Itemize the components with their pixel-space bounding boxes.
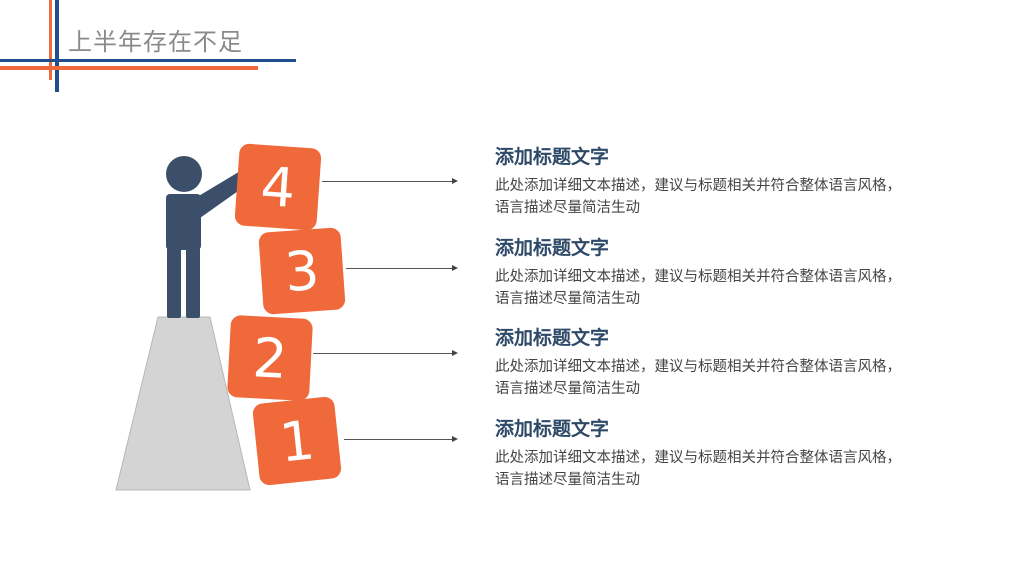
figure-and-pedestal-graphic	[115, 156, 251, 491]
connector-line-4	[322, 181, 452, 182]
header-accent-blue-vertical	[55, 0, 59, 92]
list-item: 添加标题文字 此处添加详细文本描述，建议与标题相关并符合整体语言风格，语言描述尽…	[495, 323, 915, 400]
connector-line-1	[344, 439, 452, 440]
item-description: 此处添加详细文本描述，建议与标题相关并符合整体语言风格，语言描述尽量简洁生动	[495, 269, 901, 307]
header-accent-blue-horizontal	[0, 59, 296, 62]
item-description: 此处添加详细文本描述，建议与标题相关并符合整体语言风格，语言描述尽量简洁生动	[495, 359, 901, 397]
arrow-right-icon	[452, 265, 458, 271]
arrow-right-icon	[452, 178, 458, 184]
step-block-2: 2	[226, 314, 314, 402]
page-title: 上半年存在不足	[68, 28, 243, 56]
item-title: 添加标题文字	[495, 327, 610, 349]
step-number: 4	[258, 154, 298, 220]
connector-line-3	[346, 268, 452, 269]
arrow-right-icon	[452, 436, 458, 442]
connector-line-2	[313, 353, 452, 354]
step-number: 2	[251, 325, 289, 391]
item-title: 添加标题文字	[495, 146, 610, 168]
header-accent-orange-horizontal	[0, 66, 258, 70]
item-title: 添加标题文字	[495, 237, 610, 259]
stacking-illustration: 4 3 2 1	[100, 130, 360, 500]
step-block-4: 4	[234, 143, 322, 231]
step-block-1: 1	[251, 395, 343, 487]
list-item: 添加标题文字 此处添加详细文本描述，建议与标题相关并符合整体语言风格，语言描述尽…	[495, 233, 915, 310]
step-block-3: 3	[258, 227, 346, 315]
arrow-right-icon	[452, 350, 458, 356]
list-item: 添加标题文字 此处添加详细文本描述，建议与标题相关并符合整体语言风格，语言描述尽…	[495, 414, 915, 491]
item-title: 添加标题文字	[495, 418, 610, 440]
person-icon	[166, 156, 248, 318]
item-description: 此处添加详细文本描述，建议与标题相关并符合整体语言风格，语言描述尽量简洁生动	[495, 450, 901, 488]
header-accent-orange-vertical	[49, 0, 52, 80]
item-description: 此处添加详细文本描述，建议与标题相关并符合整体语言风格，语言描述尽量简洁生动	[495, 178, 901, 216]
step-number: 3	[282, 238, 322, 304]
list-item: 添加标题文字 此处添加详细文本描述，建议与标题相关并符合整体语言风格，语言描述尽…	[495, 142, 915, 219]
step-number: 1	[276, 407, 318, 475]
